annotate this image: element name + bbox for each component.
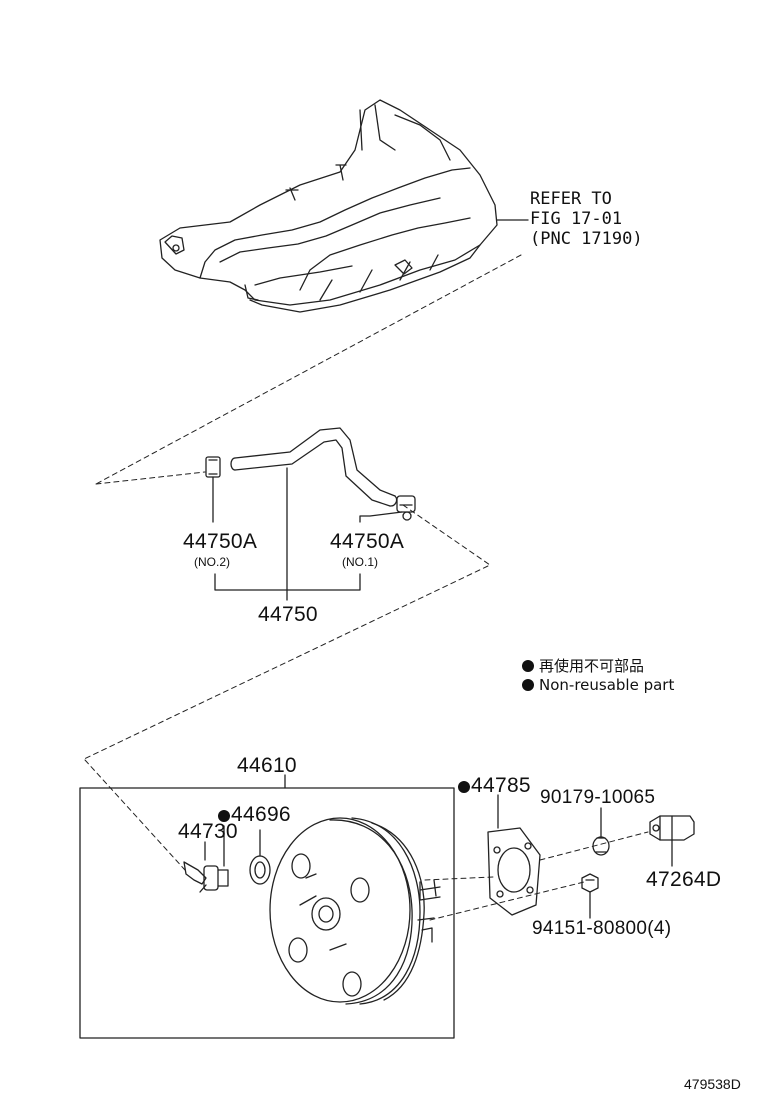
clevis-drawing	[649, 815, 695, 841]
nut-drawing	[581, 873, 599, 893]
legend-en: Non-reusable part	[522, 676, 674, 694]
non-reusable-dot-icon	[522, 660, 534, 672]
intake-manifold-drawing	[159, 99, 498, 313]
part-number-44785[interactable]: 44785	[458, 774, 531, 798]
refer-line-3: (PNC 17190)	[530, 229, 643, 249]
part-qualifier-no2: (NO.2)	[194, 555, 230, 569]
refer-line-1: REFER TO	[530, 189, 612, 209]
part-number-44785-text: 44785	[471, 774, 531, 797]
refer-note: REFER TO FIG 17-01 (PNC 17190)	[530, 189, 643, 249]
legend-jp: 再使用不可部品	[522, 655, 644, 676]
check-valve-drawing	[183, 861, 229, 893]
hose-clamp-no1-drawing	[396, 495, 416, 521]
brake-booster-assembly-frame	[79, 787, 455, 1039]
legend-jp-text: 再使用不可部品	[539, 657, 645, 675]
part-number-47264d[interactable]: 47264D	[646, 868, 722, 891]
hose-clamp-no2-drawing	[205, 456, 221, 478]
brake-booster-drawing	[269, 817, 441, 1005]
part-number-44750a-no1[interactable]: 44750A	[330, 530, 405, 553]
non-reusable-dot-icon	[218, 810, 230, 822]
figure-id: 479538D	[684, 1076, 741, 1092]
vacuum-hose-drawing	[230, 427, 398, 507]
refer-line-2: FIG 17-01	[530, 209, 623, 229]
grommet-drawing	[249, 855, 271, 885]
part-qualifier-no1: (NO.1)	[342, 555, 378, 569]
legend-en-text: Non-reusable part	[539, 676, 675, 694]
part-number-44750a-no2[interactable]: 44750A	[183, 530, 258, 553]
non-reusable-dot-icon	[522, 679, 534, 691]
gasket-drawing	[487, 827, 541, 916]
part-number-94151-80800[interactable]: 94151-80800(4)	[532, 918, 672, 939]
non-reusable-dot-icon	[458, 781, 470, 793]
part-number-44696-text: 44696	[231, 803, 291, 826]
part-number-44730[interactable]: 44730	[178, 820, 238, 843]
part-number-44750[interactable]: 44750	[258, 603, 318, 626]
part-number-44696[interactable]: 44696	[218, 803, 291, 827]
part-number-90179-10065[interactable]: 90179-10065	[540, 787, 656, 808]
part-number-44610[interactable]: 44610	[237, 754, 297, 777]
